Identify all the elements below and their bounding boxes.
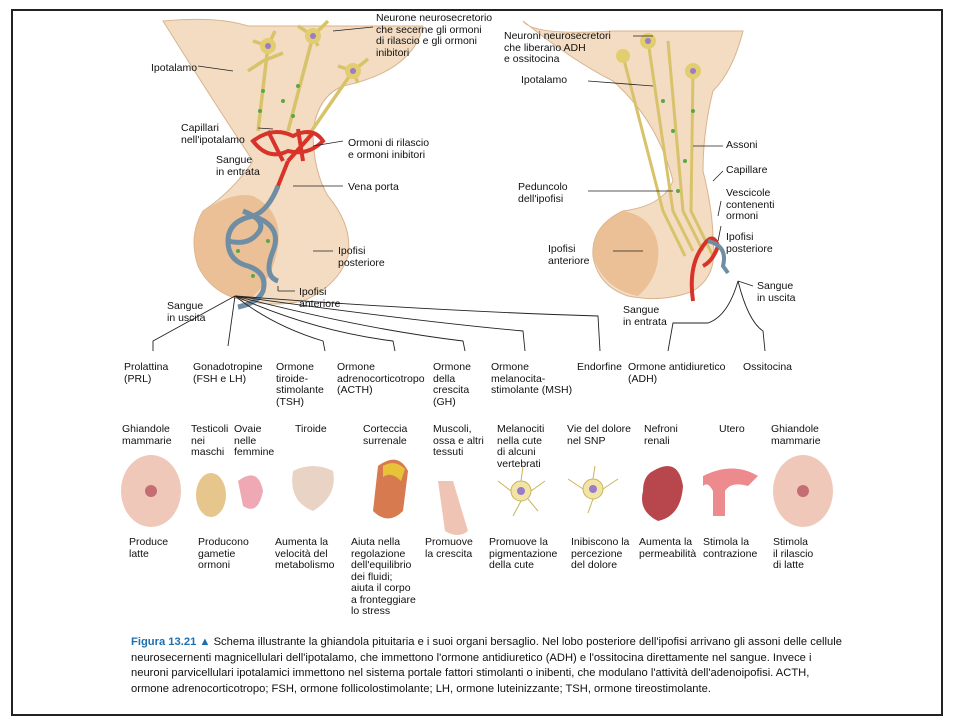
- label-sangue-uscita-right: Sangue in uscita: [757, 281, 796, 304]
- figure-caption: Figura 13.21 ▲ Schema illustrante la ghi…: [131, 635, 843, 697]
- target-melanociti: Melanociti nella cute di alcuni vertebra…: [497, 424, 544, 470]
- figure-frame: Neurone neurosecretorio che secerne gli …: [11, 9, 943, 716]
- target-ovaie: Ovaie nelle femmine: [234, 424, 274, 459]
- effect-stimola-contrazione: Stimola la contrazione: [703, 537, 757, 560]
- hormone-gonadotropine: Gonadotropine (FSH e LH): [193, 362, 262, 385]
- label-sangue-entrata-left: Sangue in entrata: [216, 155, 260, 178]
- label-assoni: Assoni: [726, 140, 758, 152]
- label-neuroni-adh: Neuroni neurosecretori che liberano ADH …: [504, 31, 611, 66]
- effect-stimola-rilascio-latte: Stimola il rilascio di latte: [773, 537, 813, 572]
- hormone-ossitocina: Ossitocina: [743, 362, 792, 374]
- hormone-prolattina: Prolattina (PRL): [124, 362, 168, 385]
- label-vena-porta: Vena porta: [348, 182, 399, 194]
- pituitary-diagram: [13, 11, 941, 621]
- hormone-adh: Ormone antidiuretico (ADH): [628, 362, 725, 385]
- effect-aumenta-permeabilita: Aumenta la permeabilità: [639, 537, 696, 560]
- label-sangue-entrata-right: Sangue in entrata: [623, 305, 667, 328]
- target-ghiandole-mammarie-2: Ghiandole mammarie: [771, 424, 821, 447]
- label-peduncolo: Peduncolo dell'ipofisi: [518, 182, 568, 205]
- label-ormoni-rilascio: Ormoni di rilascio e ormoni inibitori: [348, 138, 429, 161]
- label-ipofisi-anteriore-left: Ipofisi anteriore: [299, 287, 340, 310]
- target-testicoli: Testicoli nei maschi: [191, 424, 228, 459]
- target-ghiandole-mammarie-1: Ghiandole mammarie: [122, 424, 172, 447]
- caption-text: Schema illustrante la ghiandola pituitar…: [131, 636, 842, 695]
- effect-produce-latte: Produce latte: [129, 537, 168, 560]
- target-utero: Utero: [719, 424, 745, 436]
- label-ipofisi-posteriore-right: Ipofisi posteriore: [726, 232, 773, 255]
- target-organs: [121, 455, 833, 535]
- target-nefroni: Nefroni renali: [644, 424, 678, 447]
- label-sangue-uscita-left: Sangue in uscita: [167, 301, 206, 324]
- label-capillare: Capillare: [726, 165, 767, 177]
- effect-aiuta-regolazione: Aiuta nella regolazione dell'equilibrio …: [351, 537, 416, 618]
- target-vie-dolore: Vie del dolore nel SNP: [567, 424, 631, 447]
- label-ipofisi-anteriore-right: Ipofisi anteriore: [548, 244, 589, 267]
- target-corteccia-surrenale: Corteccia surrenale: [363, 424, 407, 447]
- effect-inibiscono-dolore: Inibiscono la percezione del dolore: [571, 537, 629, 572]
- target-muscoli: Muscoli, ossa e altri tessuti: [433, 424, 484, 459]
- label-neurone-neurosecretorio: Neurone neurosecretorio che secerne gli …: [376, 13, 492, 59]
- hormone-gh: Ormone della crescita (GH): [433, 362, 471, 408]
- effect-promuove-pigmentazione: Promuove la pigmentazione della cute: [489, 537, 557, 572]
- triangle-marker-icon: ▲: [199, 636, 210, 648]
- label-ipotalamo-left: Ipotalamo: [151, 63, 197, 75]
- label-ipofisi-posteriore-left: Ipofisi posteriore: [338, 246, 385, 269]
- label-vescicole: Vescicole contenenti ormoni: [726, 188, 774, 223]
- target-tiroide: Tiroide: [295, 424, 327, 436]
- effect-promuove-crescita: Promuove la crescita: [425, 537, 473, 560]
- hormone-msh: Ormone melanocita- stimolante (MSH): [491, 362, 572, 397]
- hormone-endorfine: Endorfine: [577, 362, 622, 374]
- hormone-acth: Ormone adrenocorticotropo (ACTH): [337, 362, 425, 397]
- label-capillari: Capillari nell'ipotalamo: [181, 123, 245, 146]
- effect-aumenta-velocita: Aumenta la velocità del metabolismo: [275, 537, 335, 572]
- hormone-tsh: Ormone tiroide- stimolante (TSH): [276, 362, 324, 408]
- effect-producono-gameti: Producono gametie ormoni: [198, 537, 249, 572]
- label-ipotalamo-right: Ipotalamo: [521, 75, 567, 87]
- figure-label: Figura 13.21: [131, 636, 196, 648]
